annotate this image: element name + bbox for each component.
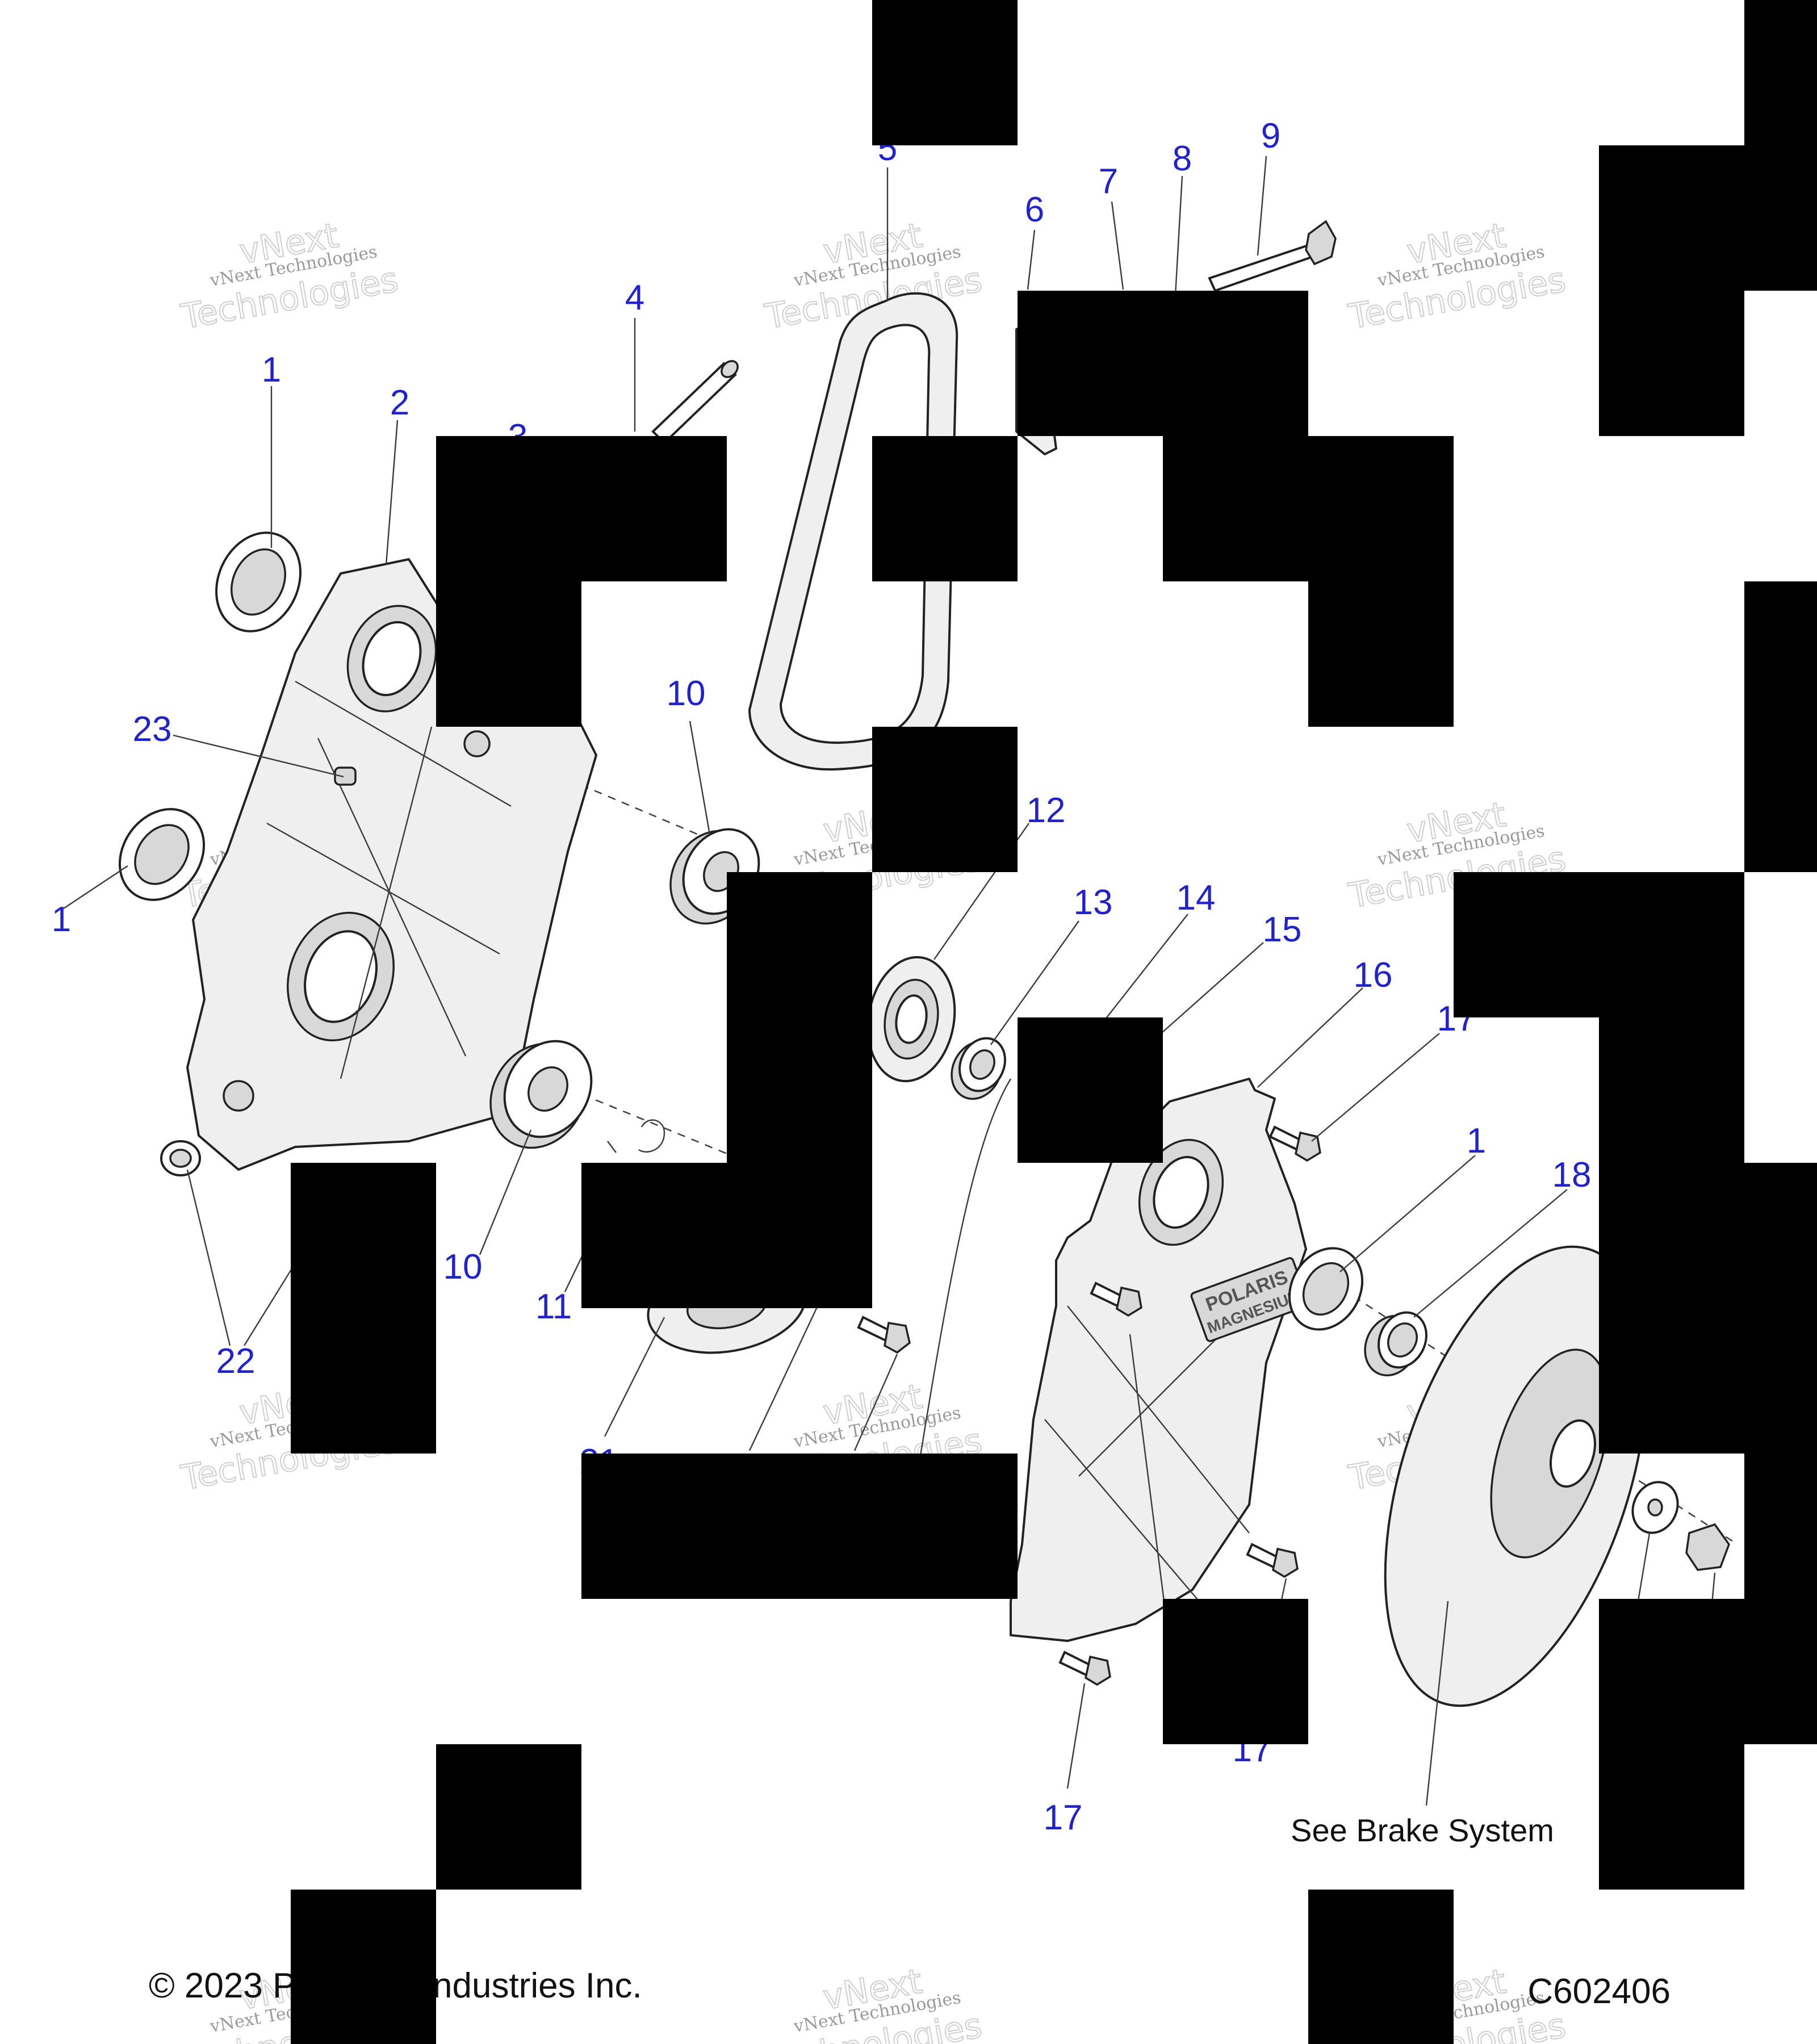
callout-label: 17 xyxy=(1044,1798,1083,1837)
callout-label: 6 xyxy=(1025,190,1044,229)
callout-label: 7 xyxy=(1099,162,1118,201)
washer-part xyxy=(1631,1481,1679,1534)
callout-label: 10 xyxy=(443,1247,483,1287)
snap-ring-part xyxy=(638,1119,665,1153)
gear-part xyxy=(866,956,956,1083)
bolt-part xyxy=(1208,220,1337,292)
drain-plug-part xyxy=(160,1140,201,1176)
callout-label: 1 xyxy=(1467,1121,1486,1161)
callout-label: 11 xyxy=(535,1287,572,1326)
dowel-pin-part xyxy=(334,767,357,786)
redaction-blocks xyxy=(291,0,1817,2044)
bolt-part xyxy=(857,1316,911,1354)
bearing-part xyxy=(1364,1311,1427,1377)
callout-label: 12 xyxy=(1027,791,1066,830)
callout-label: 2 xyxy=(390,383,409,422)
shaft-part xyxy=(651,360,739,445)
callout-label: 4 xyxy=(625,278,644,317)
bearing-part xyxy=(489,1040,593,1149)
callout-label: 14 xyxy=(1177,878,1216,918)
callout-label: 22 xyxy=(216,1342,256,1381)
bolt-part xyxy=(1058,1651,1111,1686)
diagram-code: C602406 xyxy=(1527,1972,1671,2011)
callout-label: 1 xyxy=(262,350,281,389)
snap-ring-part xyxy=(607,1141,617,1153)
bolt-part xyxy=(1246,1543,1299,1578)
callout-label: 13 xyxy=(1074,883,1113,922)
seal-part xyxy=(118,808,206,901)
brake-disc-part xyxy=(1384,1245,1648,1707)
copyright-text: © 2023 P xyxy=(149,1966,296,2005)
copyright-text-tail: ndustries Inc. xyxy=(433,1966,642,2005)
outer-cover-part: POLARIS MAGNESIUM xyxy=(1010,1078,1309,1642)
callout-label: 16 xyxy=(1354,956,1393,995)
leader-lines xyxy=(63,156,1716,1806)
callout-label: 1 xyxy=(52,900,71,939)
bolt-part xyxy=(1268,1125,1321,1162)
callout-label: 9 xyxy=(1261,116,1280,156)
seal-part xyxy=(215,531,302,633)
callout-label: 10 xyxy=(667,674,706,713)
callout-label: 23 xyxy=(133,710,172,749)
bolt-part xyxy=(1090,1281,1142,1317)
bolt-part xyxy=(1685,1523,1730,1571)
spacer-part xyxy=(951,1037,1006,1100)
callout-label: 18 xyxy=(1552,1155,1592,1195)
callout-label: 8 xyxy=(1173,139,1192,178)
gasket-part xyxy=(919,1078,1012,1460)
brake-system-note: See Brake System xyxy=(1291,1812,1554,1848)
drive-belt-part xyxy=(748,292,958,771)
callout-label: 15 xyxy=(1263,910,1302,949)
